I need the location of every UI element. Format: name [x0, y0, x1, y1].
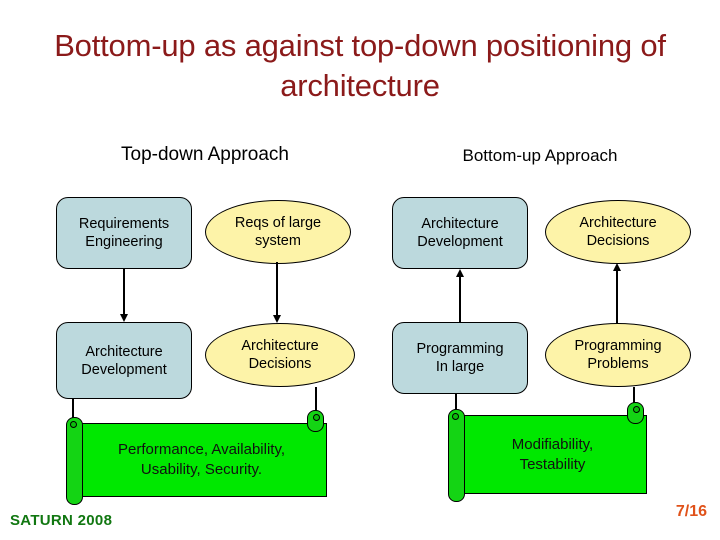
- node-line-2: Decisions: [586, 233, 650, 249]
- banner-line-2: Usability, Security.: [140, 461, 263, 478]
- line-prog-large-to-banner-right: [455, 394, 457, 412]
- node-line-2: Development: [417, 234, 503, 250]
- node-line-2: In large: [435, 359, 485, 375]
- node-line-1: Architecture: [85, 343, 163, 360]
- line-arch-dev-to-banner-left: [72, 399, 74, 419]
- node-line-2: Engineering: [85, 234, 163, 250]
- node-line-1: Architecture: [241, 338, 319, 354]
- node-reqs-of-large-system[interactable]: Reqs of large system: [205, 200, 351, 264]
- node-requirements-engineering[interactable]: Requirements Engineering: [56, 197, 192, 269]
- node-architecture-development-top-down[interactable]: Architecture Development: [56, 322, 192, 399]
- banner-body: Performance, Availability, Usability, Se…: [76, 423, 327, 497]
- scroll-nib-right-icon: [313, 414, 320, 421]
- page-number: 7/16: [675, 503, 707, 520]
- banner-quality-attributes-top-down[interactable]: Performance, Availability, Usability, Se…: [62, 410, 327, 505]
- line-prog-prob-to-banner-right: [633, 387, 635, 411]
- node-line-1: Architecture: [421, 216, 499, 232]
- scroll-curl-left-icon: [448, 409, 465, 502]
- scroll-curl-left-icon: [66, 417, 83, 505]
- node-line-2: Problems: [587, 356, 649, 372]
- node-line-1: Programming: [574, 338, 662, 354]
- node-architecture-development-bottom-up[interactable]: Architecture Development: [392, 197, 528, 269]
- banner-quality-attributes-bottom-up[interactable]: Modifiability, Testability: [444, 402, 647, 502]
- node-line-1: Reqs of large: [234, 215, 322, 231]
- banner-line-1: Performance, Availability,: [117, 441, 286, 458]
- node-line-2: system: [255, 233, 301, 249]
- node-programming-problems[interactable]: Programming Problems: [545, 323, 691, 387]
- column-header-bottom-up: Bottom-up Approach: [462, 146, 618, 165]
- node-line-1: Programming: [416, 341, 504, 357]
- page-title: Bottom-up as against top-down positionin…: [54, 28, 666, 103]
- node-line-1: Architecture: [579, 215, 657, 231]
- footer-brand: SATURN 2008: [10, 512, 113, 529]
- scroll-nib-left-icon: [452, 413, 459, 420]
- node-line-1: Requirements: [78, 216, 170, 232]
- node-architecture-decisions-bottom-up[interactable]: Architecture Decisions: [545, 200, 691, 264]
- node-architecture-decisions-top-down[interactable]: Architecture Decisions: [205, 323, 355, 387]
- scroll-nib-left-icon: [70, 421, 77, 428]
- line-arch-dec-to-banner-left: [315, 387, 317, 413]
- banner-line-2: Testability: [519, 455, 586, 473]
- banner-line-1: Modifiability,: [511, 435, 594, 453]
- banner-body: Modifiability, Testability: [458, 415, 647, 494]
- node-line-2: Development: [81, 361, 167, 378]
- column-header-top-down: Top-down Approach: [121, 144, 289, 165]
- node-line-2: Decisions: [248, 356, 312, 372]
- node-programming-in-large[interactable]: Programming In large: [392, 322, 528, 394]
- scroll-nib-right-icon: [633, 406, 640, 413]
